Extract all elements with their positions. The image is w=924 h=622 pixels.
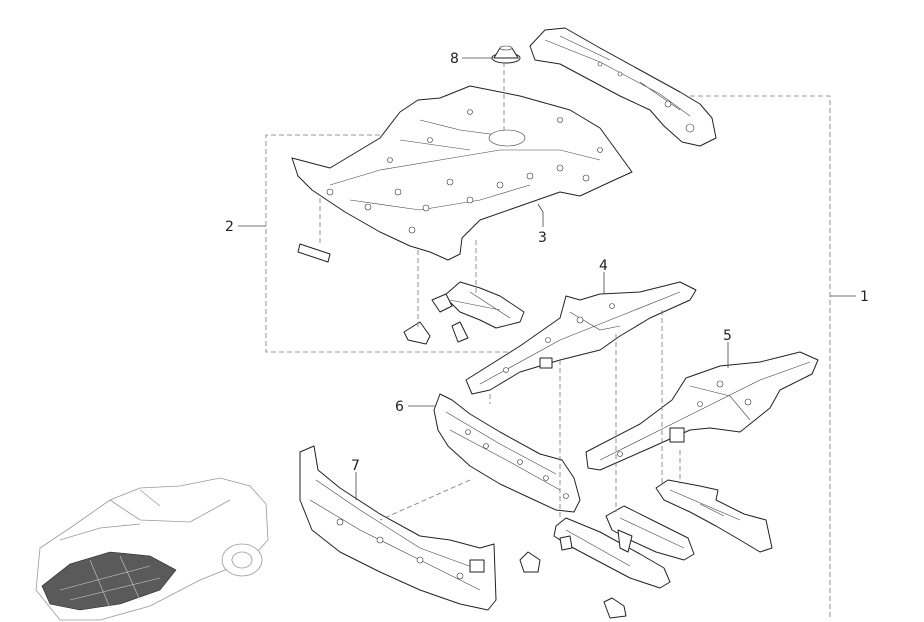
callout-3: 3	[538, 230, 547, 246]
right-side-member[interactable]	[585, 351, 819, 471]
dash-lower-panel[interactable]	[299, 445, 497, 611]
callout-4: 4	[599, 258, 608, 274]
center-floor-panel[interactable]	[291, 85, 633, 261]
callout-1: 1	[860, 289, 869, 305]
callout-8: 8	[450, 51, 459, 67]
group-frame-1	[690, 95, 831, 618]
strip-bracket[interactable]	[297, 243, 331, 263]
lower-bracket-b[interactable]	[605, 505, 695, 561]
callout-5: 5	[723, 328, 732, 344]
lower-bracket-c[interactable]	[655, 479, 773, 553]
callout-7: 7	[351, 458, 360, 474]
callout-6: 6	[395, 399, 404, 415]
callout-leaders	[238, 57, 856, 500]
assembly-guide-lines	[319, 62, 681, 521]
locator-car-thumbnail	[35, 477, 269, 621]
left-side-member[interactable]	[465, 281, 697, 395]
group-frame-2	[265, 134, 520, 353]
callout-labels: 8 2 3 4 5 6 7 1	[225, 51, 869, 474]
mount-cap[interactable]	[491, 45, 521, 64]
front-crossmember[interactable]	[433, 393, 581, 513]
floor-bracket-cluster[interactable]	[403, 281, 525, 345]
small-clip-b[interactable]	[603, 597, 627, 619]
callout-2: 2	[225, 219, 234, 235]
lower-bracket-a[interactable]	[553, 517, 671, 589]
small-clip-a[interactable]	[519, 551, 541, 573]
rear-crossmember[interactable]	[529, 27, 717, 147]
